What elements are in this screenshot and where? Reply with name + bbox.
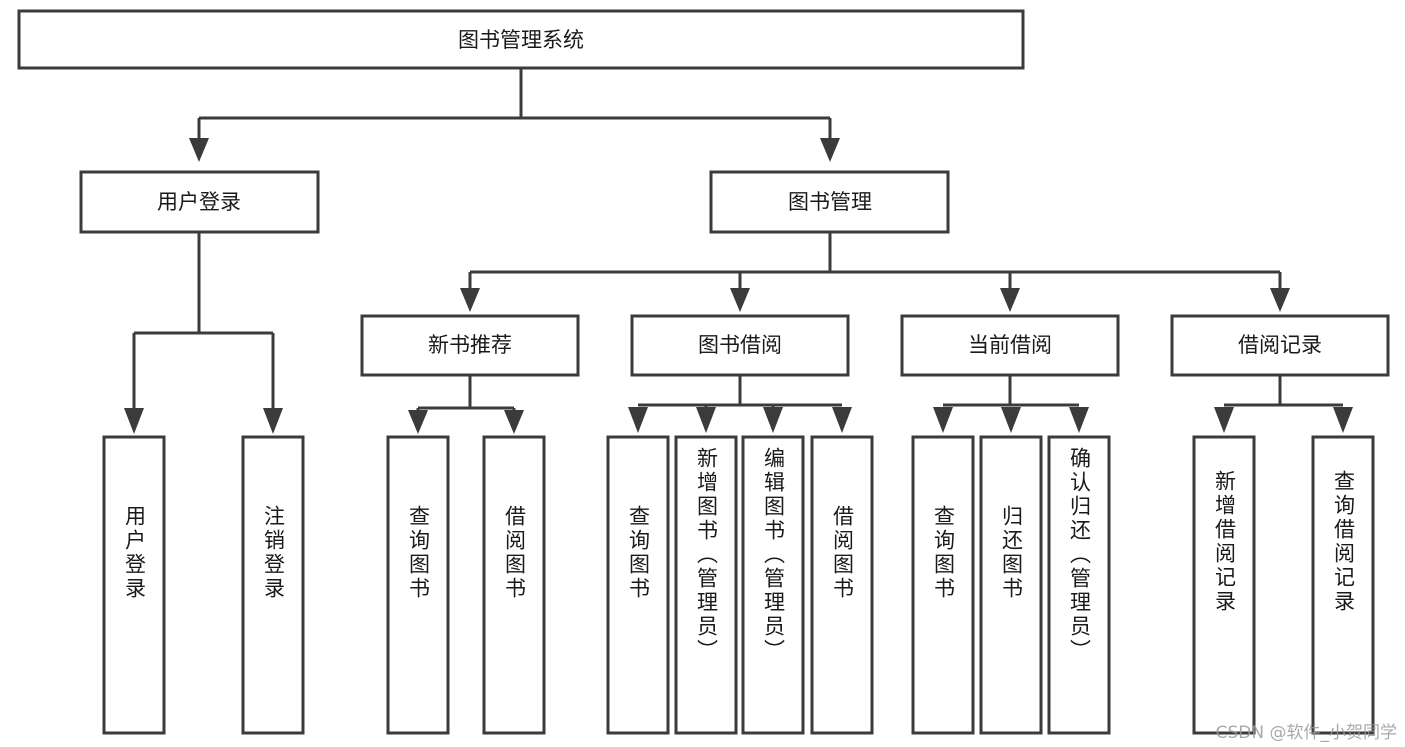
node-user-login-label: 用户登录 [157, 190, 241, 214]
arrow-user-login-to-leaf2 [263, 408, 283, 434]
arrow-bb-to-leaf1 [628, 407, 648, 433]
arrow-nbr-to-leaf1 [408, 410, 428, 434]
node-leaf-return-book-box[interactable] [979, 435, 1043, 735]
arrow-root-to-user-login [189, 138, 209, 162]
arrow-bm-to-current-borrow [1000, 288, 1020, 312]
arrow-bm-to-new-book [460, 288, 480, 312]
arrow-user-login-to-leaf1 [124, 408, 144, 434]
arrow-bb-to-leaf2 [696, 407, 716, 433]
arrow-cb-to-leaf1 [933, 407, 953, 433]
node-borrow-record-box[interactable] [1170, 314, 1390, 377]
node-leaf-confirm-return-box[interactable] [1047, 435, 1111, 735]
node-leaf-query-book-1-box[interactable] [386, 435, 450, 735]
arrow-bm-to-book-borrow [730, 288, 750, 312]
arrow-br-to-leaf1 [1214, 407, 1234, 433]
node-book-borrow-box[interactable] [630, 314, 850, 377]
node-leaf-user-login-box[interactable] [102, 435, 166, 735]
node-current-borrow-box[interactable] [900, 314, 1120, 377]
node-root-box[interactable] [17, 9, 1025, 70]
node-new-book-recommend-box[interactable] [360, 314, 580, 377]
node-leaf-edit-book-box[interactable] [741, 435, 805, 735]
node-leaf-add-record-box[interactable] [1192, 435, 1256, 735]
node-new-book-recommend-label: 新书推荐 [428, 333, 512, 357]
arrow-bm-to-borrow-record [1270, 288, 1290, 312]
node-leaf-query-book-2-box[interactable] [606, 435, 670, 735]
arrow-nbr-to-leaf2 [504, 410, 524, 434]
node-leaf-logout-box[interactable] [241, 435, 305, 735]
node-book-borrow-label: 图书借阅 [698, 333, 782, 357]
arrow-br-to-leaf2 [1333, 407, 1353, 433]
node-leaf-add-book-box[interactable] [674, 435, 738, 735]
arrow-bb-to-leaf3 [763, 407, 783, 433]
node-leaf-borrow-book-1-box[interactable] [482, 435, 546, 735]
node-borrow-record-label: 借阅记录 [1238, 333, 1322, 357]
node-leaf-borrow-book-2-box[interactable] [810, 435, 874, 735]
arrow-cb-to-leaf3 [1069, 407, 1089, 433]
node-root-label: 图书管理系统 [458, 28, 584, 52]
watermark-text: CSDN @软件_小贺同学 [1215, 723, 1397, 743]
node-book-manage-box[interactable] [709, 170, 950, 234]
node-current-borrow-label: 当前借阅 [968, 333, 1052, 357]
node-leaf-query-record-box[interactable] [1311, 435, 1375, 735]
arrow-bb-to-leaf4 [832, 407, 852, 433]
arrow-root-to-book-manage [820, 138, 840, 162]
node-leaf-query-book-3-box[interactable] [911, 435, 975, 735]
node-book-manage-label: 图书管理 [788, 190, 872, 214]
arrow-cb-to-leaf2 [1001, 407, 1021, 433]
